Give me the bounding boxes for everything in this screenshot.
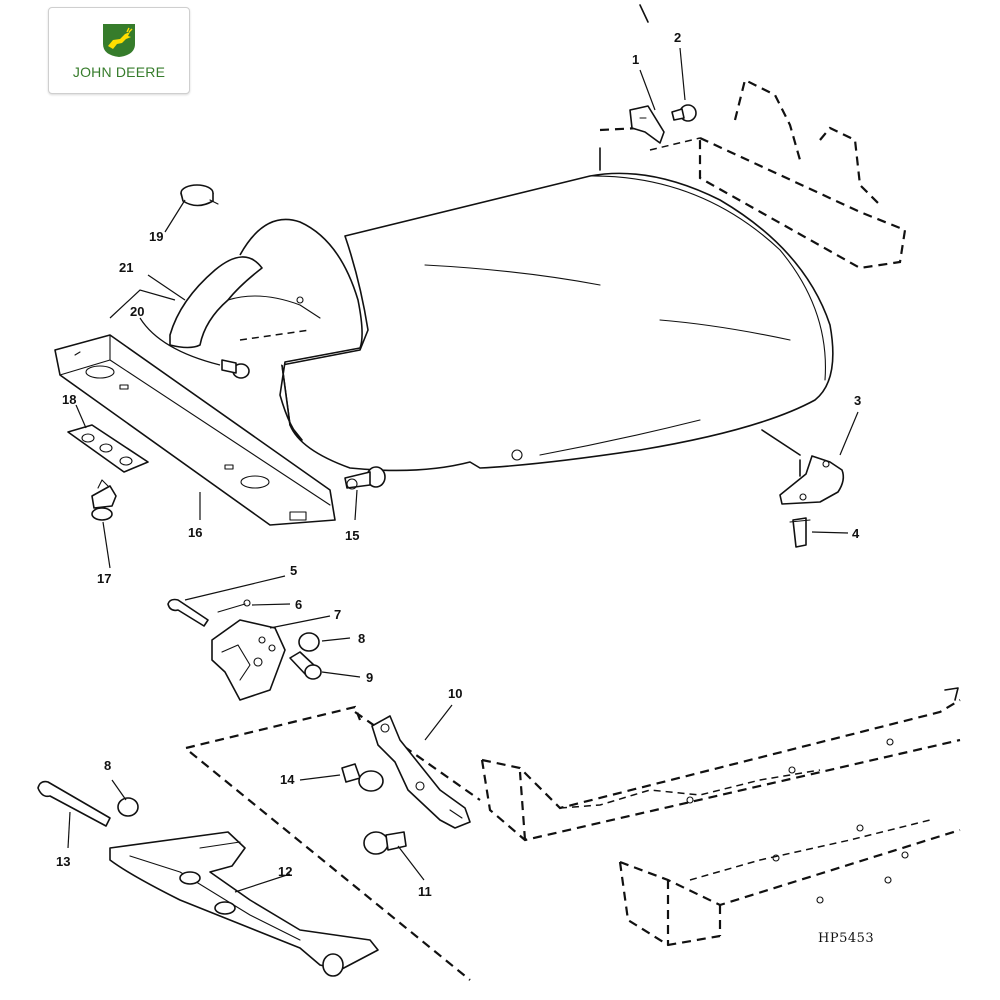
callout-11: 11 [418,884,432,899]
part-20-screw [221,359,250,379]
callout-9: 9 [366,670,373,685]
callout-12: 12 [278,864,292,879]
callout-3: 3 [854,393,861,408]
callout-17: 17 [97,571,111,586]
part-3-bracket [779,455,845,505]
part-8-washer-lower [117,797,139,817]
assembly-boundary-top [185,705,362,750]
callout-6: 6 [295,597,302,612]
assembly-boundary-right [354,711,481,801]
callout-21: 21 [119,260,133,275]
part-5-pin [167,598,209,627]
part-13-rod [37,780,111,827]
john-deere-logo: JOHN DEERE [48,7,190,94]
callout-10: 10 [448,686,462,701]
part-10-lever [371,715,471,829]
part-15-knob-bolt [344,466,386,490]
assembly-boundary-left [189,751,471,981]
callout-18: 18 [62,392,76,407]
callout-8-lower: 8 [104,758,111,773]
frame-edge-mark [639,4,649,23]
part-12-handle [109,831,379,977]
frame-rail-lower [480,699,961,947]
callout-8-upper: 8 [358,631,365,646]
leaping-deer-icon [103,24,135,57]
part-11-knob [363,831,407,855]
part-2-bolt [671,104,697,122]
callout-7: 7 [334,607,341,622]
part-7-latch-plate [211,619,286,701]
callout-19: 19 [149,229,163,244]
callout-1: 1 [632,52,639,67]
part-6-cotter-pin [217,599,251,613]
part-14-knob [341,763,384,792]
callout-2: 2 [674,30,681,45]
callout-16: 16 [188,525,202,540]
part-19-knob [180,184,219,207]
callout-5: 5 [290,563,297,578]
callout-labels: 1 2 3 4 5 6 7 8 9 10 11 12 13 14 15 16 1… [56,30,874,946]
seat-cushion [169,172,834,472]
callout-leaders [67,47,859,893]
seat-pan-rail [54,334,336,526]
callout-15: 15 [345,528,359,543]
part-18-spacer-plate [67,424,149,473]
part-9-pin [289,651,322,680]
callout-14: 14 [280,772,295,787]
callout-20: 20 [130,304,144,319]
part-1-bracket [629,105,665,144]
part-8-washer-upper [298,632,320,652]
drawing-reference-code: HP5453 [818,931,874,946]
callout-4: 4 [852,526,860,541]
part-4-bolt [789,517,811,548]
frame-corner-mark [944,687,959,701]
callout-13: 13 [56,854,70,869]
logo-wordmark: JOHN DEERE [72,64,166,80]
part-17-bolt [91,479,117,521]
